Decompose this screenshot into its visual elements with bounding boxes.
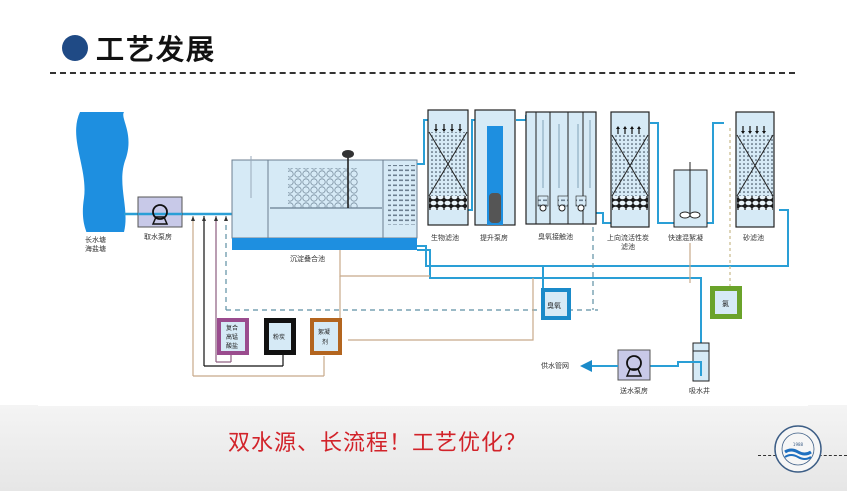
bio-filter bbox=[427, 109, 469, 226]
suction-well-label: 吸水井 bbox=[689, 386, 710, 395]
rapid-mix-label: 快速混絮凝 bbox=[668, 233, 703, 242]
bio-filter-label: 生物滤池 bbox=[431, 233, 459, 242]
process-svg: 长水塘 海盐塘 取水泵房 沉淀叠合池 bbox=[76, 109, 789, 395]
sand-filter-label: 砂滤池 bbox=[743, 233, 764, 242]
title-divider bbox=[50, 72, 795, 74]
bac-filter-label-1: 上向流活性炭 bbox=[607, 233, 649, 242]
permanganate-label-3: 酸盐 bbox=[226, 342, 238, 350]
logo-year: 1988 bbox=[793, 442, 804, 447]
university-logo: 1988 bbox=[773, 424, 823, 478]
permanganate-label-1: 复合 bbox=[226, 324, 238, 332]
coagulant-dosing bbox=[310, 318, 342, 355]
permanganate-label-2: 高锰 bbox=[226, 333, 238, 341]
ozone-contact-tank bbox=[525, 111, 597, 225]
powdered-carbon-dosing bbox=[264, 318, 296, 355]
lift-pump-label: 提升泵房 bbox=[480, 233, 508, 242]
pump-suction-pipe bbox=[650, 361, 702, 376]
pump-icon-2 bbox=[626, 355, 642, 371]
chlorine-dosing bbox=[710, 286, 742, 319]
supply-network-label: 供水管网 bbox=[541, 361, 569, 370]
ozone-generator bbox=[541, 288, 571, 320]
process-flow-diagram: 长水塘 海盐塘 取水泵房 沉淀叠合池 bbox=[38, 98, 808, 406]
chlorine-label: 氯 bbox=[722, 299, 729, 308]
sand-filter bbox=[735, 111, 775, 228]
coagulant-feed-line bbox=[339, 250, 430, 277]
source-label-1: 长水塘 bbox=[85, 235, 106, 244]
lift-pump-house bbox=[474, 109, 516, 226]
dosing-lines bbox=[191, 216, 598, 377]
pump-icon bbox=[152, 204, 168, 220]
sedimentation-label: 沉淀叠合池 bbox=[290, 254, 325, 263]
coagulant-label-1: 絮凝 bbox=[318, 328, 330, 336]
ozone-contact-label: 臭氧接触池 bbox=[538, 232, 573, 241]
ozone-label: 臭氧 bbox=[547, 301, 561, 310]
title-bar: 工艺发展 bbox=[62, 28, 216, 68]
rapid-mix-tank bbox=[673, 162, 708, 228]
slide-footer-band bbox=[0, 405, 847, 491]
submersible-pump-icon bbox=[489, 193, 501, 223]
raw-water-source bbox=[76, 112, 129, 233]
carbon-label: 粉炭 bbox=[273, 333, 285, 341]
page-title: 工艺发展 bbox=[96, 33, 217, 66]
intake-pump-label: 取水泵房 bbox=[144, 232, 172, 241]
coagulant-label-2: 剂 bbox=[322, 338, 328, 346]
source-label-2: 海盐塘 bbox=[85, 244, 106, 253]
sedimentation-tank bbox=[231, 150, 418, 250]
delivery-pump-house bbox=[617, 349, 651, 381]
mixer-motor-icon bbox=[342, 150, 354, 158]
permanganate-dosing bbox=[217, 318, 249, 355]
bac-filter-label-2: 滤池 bbox=[621, 242, 635, 251]
delivery-pump-label: 送水泵房 bbox=[620, 386, 648, 395]
upflow-bac-filter bbox=[610, 111, 650, 228]
slide-caption: 双水源、长流程！工艺优化？ bbox=[228, 431, 528, 456]
bullet-icon bbox=[62, 35, 88, 61]
intake-pump-house bbox=[137, 196, 183, 228]
